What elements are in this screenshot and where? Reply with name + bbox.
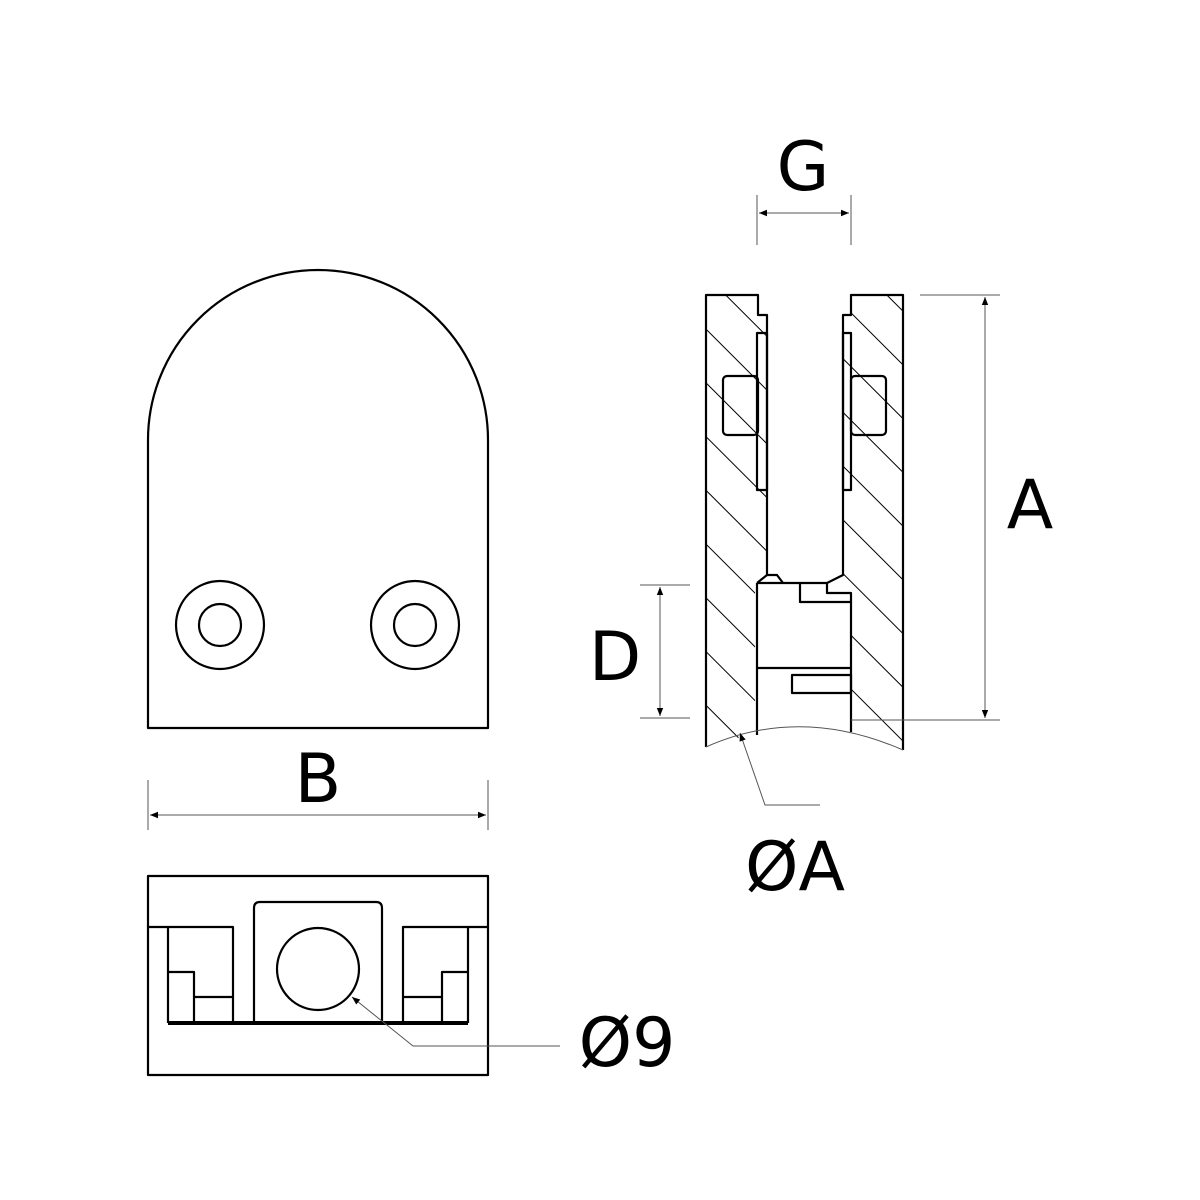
mounting-hole-right (369, 579, 461, 671)
dimension-d: D (589, 584, 690, 719)
dimension-g: G (756, 128, 852, 245)
bottom-view: Ø9 (146, 874, 676, 1083)
label-dia-9: Ø9 (579, 1004, 676, 1083)
label-b: B (295, 740, 342, 819)
hole-9 (275, 926, 361, 1012)
front-view (146, 268, 490, 730)
label-a: A (1007, 466, 1054, 545)
mounting-hole-left (174, 579, 266, 671)
dimension-a: A (851, 294, 1054, 721)
dimension-dia-a: ØA (739, 732, 845, 907)
label-g: G (777, 128, 830, 207)
dimension-b: B (147, 740, 489, 830)
label-d: D (589, 618, 641, 697)
label-dia-a: ØA (745, 828, 845, 907)
section-view (704, 293, 905, 751)
